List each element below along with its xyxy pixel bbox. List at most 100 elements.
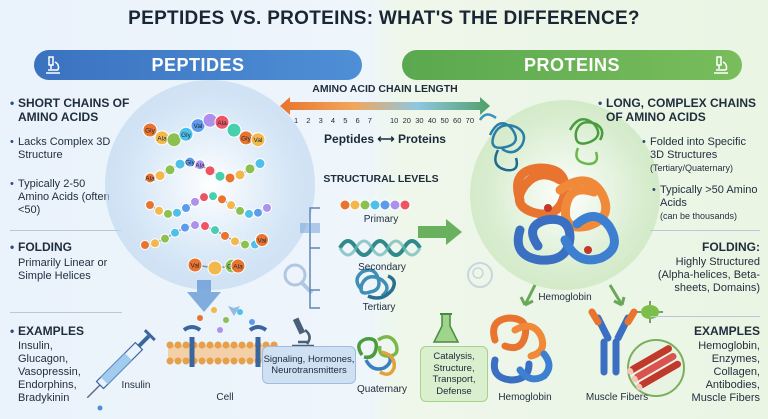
divider	[650, 316, 760, 317]
peptides-title: PEPTIDES	[151, 54, 245, 75]
amino-acid-bead	[223, 317, 229, 323]
amino-acid-bead	[230, 236, 240, 247]
divider	[10, 230, 122, 231]
ribbon-protein-icon	[568, 117, 604, 166]
lipid-head	[238, 357, 246, 365]
amino-acid-bead	[150, 238, 160, 249]
lipid-head	[166, 341, 174, 349]
amino-acid-bead	[249, 319, 255, 325]
amino-acid-bead	[226, 122, 242, 138]
peptides-examples-list: Insulin, Glucagon, Vasopressin, Endorphi…	[18, 340, 113, 405]
amino-acid-bead	[142, 122, 158, 138]
scale-ticks-left: 1 2 3 4 5 6 7	[294, 116, 372, 125]
amino-acid-bead	[399, 199, 411, 211]
amino-acid-bead	[180, 222, 190, 233]
lipid-head	[222, 341, 230, 349]
list-item: Insulin,	[18, 340, 53, 352]
arrow-down-icon	[519, 284, 537, 307]
proteins-point-structure-sub: (Tertiary/Quaternary)	[650, 163, 734, 173]
amino-acid-label: Val	[254, 137, 263, 144]
level-quaternary: Quaternary	[356, 384, 408, 395]
amino-acid-bead	[170, 227, 180, 238]
amino-acid-bead	[234, 169, 246, 181]
scale-label-peptides: Peptides	[324, 132, 375, 146]
amino-acid-bead	[187, 257, 203, 273]
list-item: Bradykinin	[18, 392, 70, 404]
microscope-icon	[714, 56, 728, 74]
arrow-down-icon	[608, 284, 626, 307]
amino-acid-bead	[226, 200, 236, 211]
page-title: PEPTIDES VS. PROTEINS: WHAT'S THE DIFFER…	[128, 8, 640, 29]
double-arrow-icon: ⟷	[377, 132, 395, 146]
tick-label: 6	[355, 116, 360, 125]
virus-icon	[637, 301, 663, 323]
amino-acid-label: Ala	[145, 176, 155, 183]
amino-acid-label: Val	[258, 238, 267, 245]
amino-acid-bead	[194, 159, 206, 171]
levels-title: STRUCTURAL LEVELS	[323, 173, 439, 185]
amino-acid-bead	[240, 239, 250, 250]
peptides-point-structure: Lacks Complex 3D Structure	[10, 136, 118, 162]
lipid-head	[230, 357, 238, 365]
proteins-point-length-text: Typically >50 Amino Acids	[660, 184, 758, 209]
amino-acid-bead	[244, 163, 256, 175]
amino-acid-bead	[184, 156, 196, 168]
hemoglobin-label-top: Hemoglobin	[538, 292, 592, 303]
tick-label: 30	[415, 116, 424, 125]
amino-acid-bead	[224, 172, 236, 184]
peptides-header: PEPTIDES	[34, 50, 362, 80]
amino-acid-label: Val	[194, 123, 203, 130]
amino-acid-bead	[140, 240, 150, 250]
amino-acid-bead	[253, 207, 263, 218]
hemoglobin-icon	[490, 314, 553, 384]
peptides-point-length: Typically 2-50 Amino Acids (often <50)	[10, 178, 118, 217]
amino-acid-bead	[160, 233, 170, 244]
scale-title: AMINO ACID CHAIN LENGTH	[312, 83, 458, 95]
peptides-folding-text: Primarily Linear or Simple Helices	[18, 257, 108, 282]
amino-acid-bead	[230, 258, 246, 274]
amino-acid-bead	[211, 307, 217, 313]
peptides-point-short-chains: SHORT CHAINS OF AMINO ACIDS	[10, 96, 138, 124]
amino-acid-bead	[255, 233, 269, 247]
lipid-head	[198, 357, 206, 365]
chain-length-scale	[280, 97, 490, 115]
hemoglobin-label-bottom: Hemoglobin	[498, 392, 552, 403]
proteins-point-length-sub: (can be thousands)	[660, 211, 738, 221]
microscope-icon	[46, 56, 60, 74]
peptides-folding-title: FOLDING	[10, 240, 118, 254]
lipid-head	[166, 357, 174, 365]
lipid-head	[238, 341, 246, 349]
level-primary: Primary	[363, 214, 399, 225]
amino-acid-bead	[154, 205, 164, 216]
amino-acid-bead	[210, 225, 220, 236]
droplet-icon	[97, 405, 103, 411]
amino-acid-label: Ala	[195, 162, 205, 169]
amino-acid-bead	[250, 132, 266, 148]
list-item: Antibodies,	[705, 379, 760, 391]
proteins-folding-text: Highly Structured (Alpha-helices, Beta-s…	[657, 256, 760, 294]
secondary-structure-icon	[338, 239, 422, 257]
list-item: Muscle Fibers	[691, 392, 760, 404]
proteins-point-structure-text: Folded into Specific 3D Structures	[650, 136, 746, 161]
quaternary-structure-icon	[357, 335, 399, 376]
amino-acid-label: Gly	[185, 160, 196, 167]
amino-acid-label: Gly	[181, 132, 192, 139]
amino-acid-label: Ala	[233, 264, 243, 271]
list-item: Hemoglobin,	[698, 340, 760, 352]
tertiary-structure-icon	[355, 268, 396, 300]
arrow-down-icon	[228, 290, 240, 316]
proteins-point-length: Typically >50 Amino Acids (can be thousa…	[652, 184, 758, 223]
lipid-head	[206, 357, 214, 365]
divider	[650, 230, 760, 231]
amino-acid-bead	[154, 170, 166, 182]
lipid-head	[182, 357, 190, 365]
amino-acid-bead	[220, 230, 230, 241]
lipid-head	[198, 341, 206, 349]
proteins-examples-list: Hemoglobin, Enzymes, Collagen, Antibodie…	[660, 340, 760, 405]
arrow-down-icon	[187, 280, 221, 312]
proteins-point-structure: Folded into Specific 3D Structures (Tert…	[642, 136, 758, 175]
